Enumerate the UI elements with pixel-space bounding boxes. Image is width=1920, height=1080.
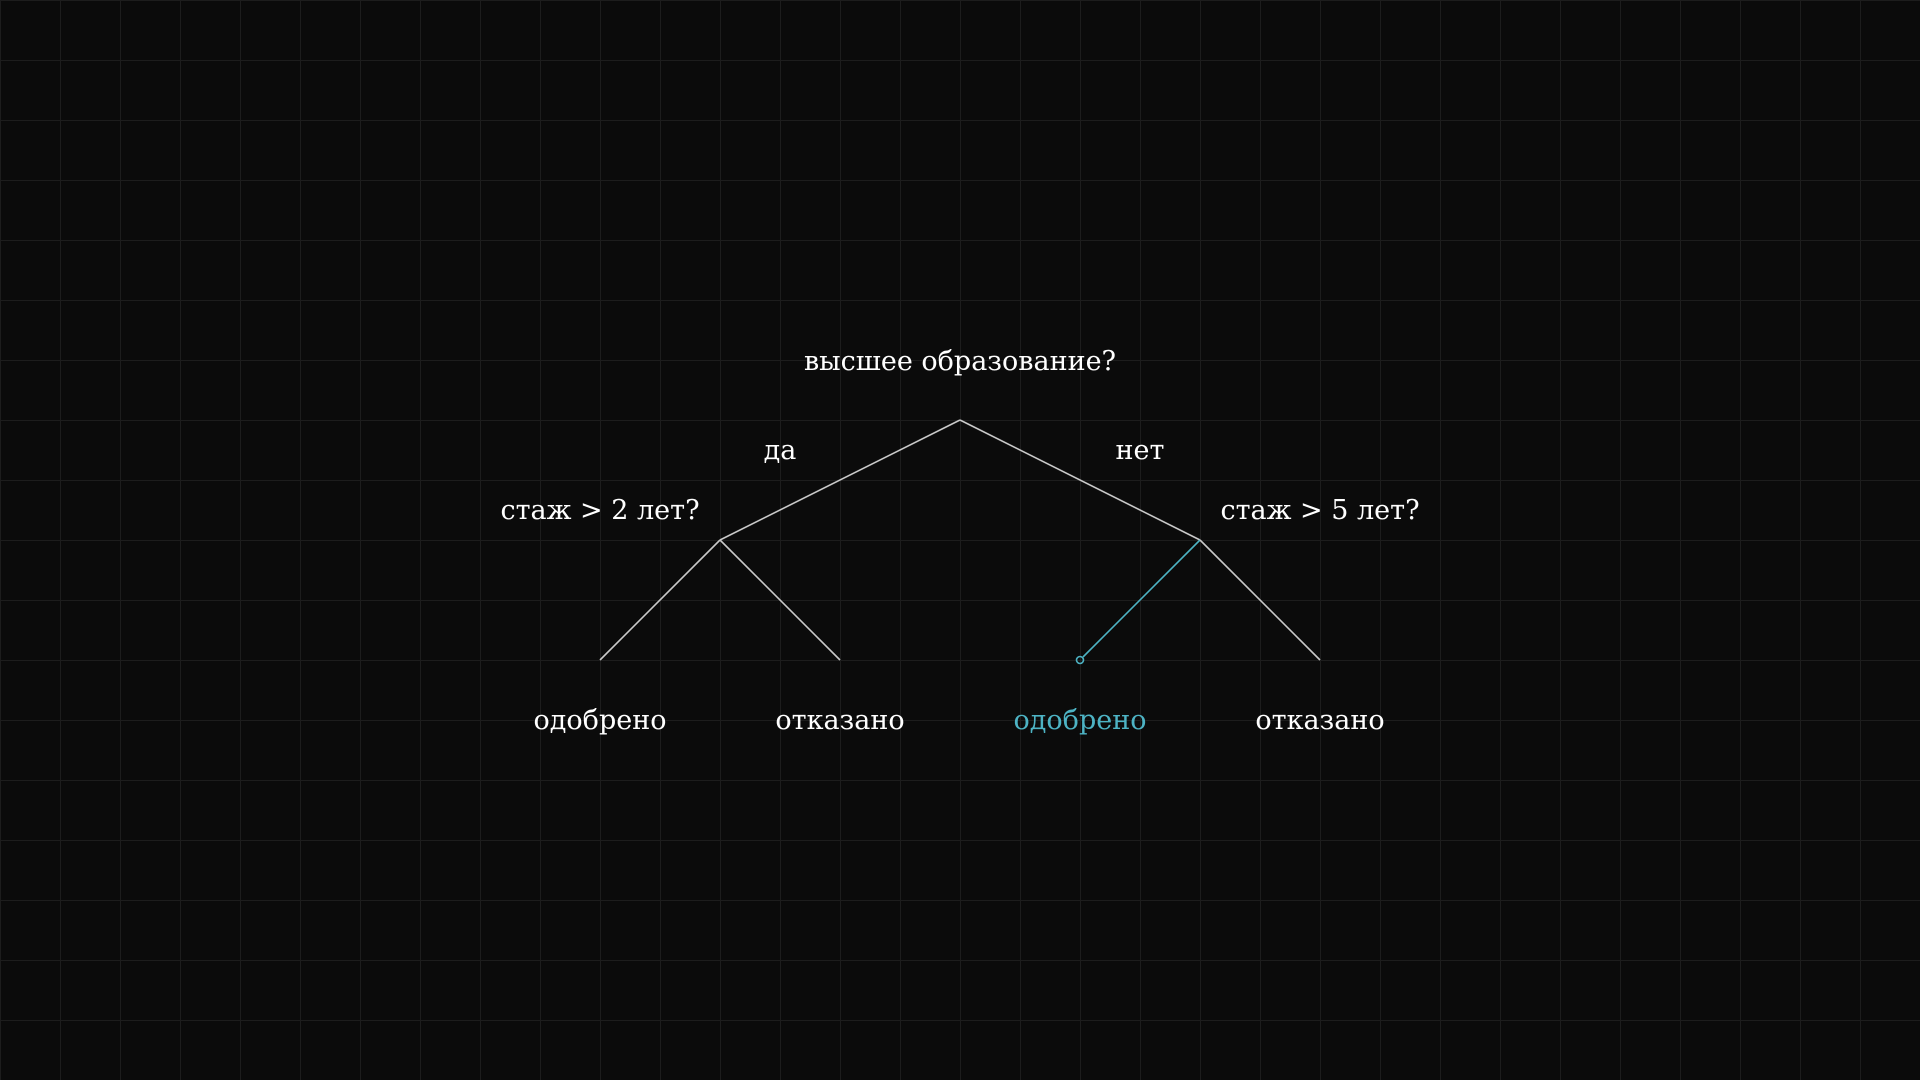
edge-root-left	[719, 419, 961, 541]
left-node-question: стаж > 2 лет?	[500, 495, 699, 526]
root-question: высшее образование?	[804, 346, 1116, 377]
branch-label-yes: да	[764, 435, 797, 466]
leaf-label: отказано	[775, 705, 904, 736]
right-node-question: стаж > 5 лет?	[1220, 495, 1419, 526]
highlight-marker	[1075, 655, 1085, 665]
edge-left-leaf-2	[719, 539, 841, 661]
edge-left-leaf-1	[599, 539, 721, 661]
branch-label-no: нет	[1116, 435, 1165, 466]
leaf-label-highlighted: одобрено	[1014, 705, 1147, 736]
edge-right-leaf-3	[1082, 539, 1201, 658]
leaf-label: одобрено	[534, 705, 667, 736]
edge-right-leaf-4	[1199, 539, 1321, 661]
leaf-label: отказано	[1255, 705, 1384, 736]
edge-root-right	[959, 419, 1201, 541]
